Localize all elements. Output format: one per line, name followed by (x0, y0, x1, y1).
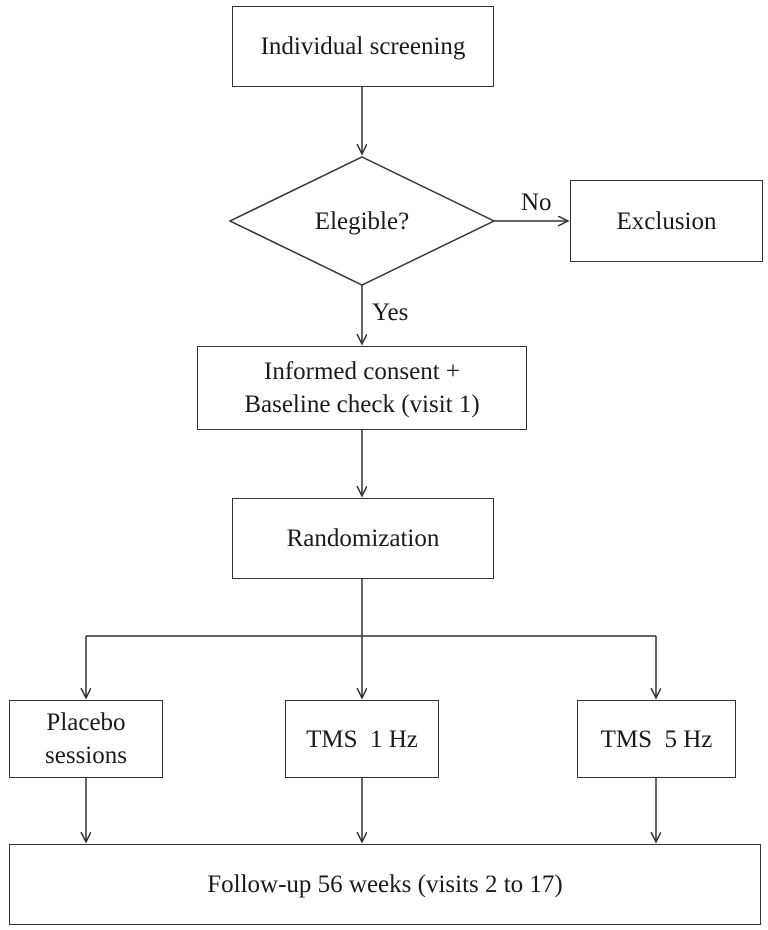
placebo-box: Placebo sessions (9, 700, 163, 778)
followup-box: Follow-up 56 weeks (visits 2 to 17) (9, 844, 761, 925)
randomization-label: Randomization (286, 525, 440, 552)
placebo-label: Placebo sessions (45, 709, 127, 769)
decision-label: Elegible? (314, 208, 410, 235)
followup-label: Follow-up 56 weeks (visits 2 to 17) (207, 871, 563, 898)
exclusion-box: Exclusion (570, 180, 763, 262)
tms1-label: TMS 1 Hz (306, 725, 418, 753)
tms5-label: TMS 5 Hz (600, 725, 713, 753)
yes-label: Yes (372, 299, 409, 326)
no-label: No (521, 189, 552, 216)
exclusion-label: Exclusion (616, 207, 717, 235)
consent-box: Informed consent + Baseline check (visit… (197, 346, 527, 430)
tms5-box: TMS 5 Hz (577, 700, 736, 778)
randomization-box: Randomization (232, 498, 494, 579)
consent-label: Informed consent + Baseline check (visit… (244, 358, 480, 418)
screening-box: Individual screening (232, 6, 494, 87)
tms1-box: TMS 1 Hz (285, 700, 439, 778)
screening-label: Individual screening (260, 33, 466, 60)
